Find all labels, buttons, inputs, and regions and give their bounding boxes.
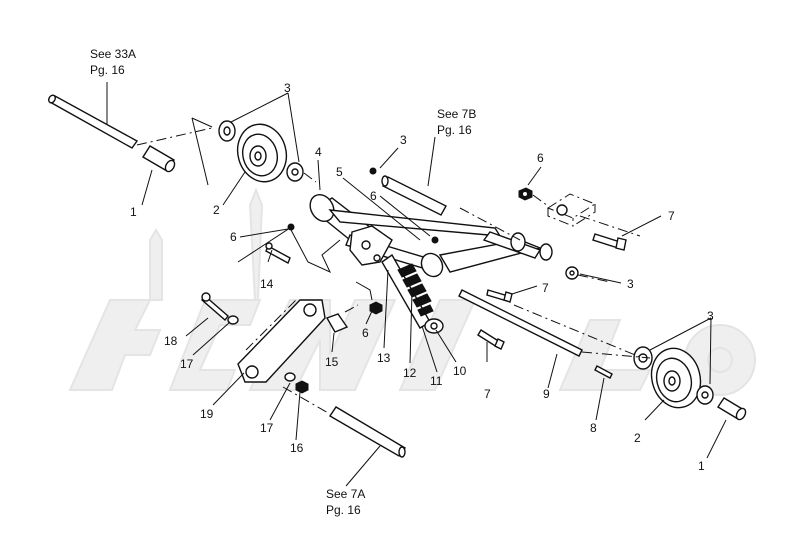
mount-bracket bbox=[349, 225, 393, 266]
ref-top-center-line2: Pg. 16 bbox=[437, 123, 472, 137]
callout-15: 15 bbox=[325, 355, 339, 369]
reference-notes: See 33A Pg. 16 See 7B Pg. 16 See 7A Pg. … bbox=[90, 47, 476, 517]
left-wheel-group bbox=[48, 94, 304, 186]
callout-8: 8 bbox=[590, 421, 597, 435]
link-plate bbox=[237, 299, 326, 383]
centerlines bbox=[136, 127, 651, 415]
callout-18: 18 bbox=[164, 334, 178, 348]
callout-17-lower: 17 bbox=[260, 421, 274, 435]
ref-top-left-line1: See 33A bbox=[90, 47, 136, 61]
callout-numbers: 1 2 3 4 5 6 3 6 7 6 14 3 7 3 18 17 6 15 … bbox=[130, 81, 714, 473]
leader-lines bbox=[106, 82, 727, 487]
callout-13: 13 bbox=[377, 351, 391, 365]
callout-6-right: 6 bbox=[537, 151, 544, 165]
callout-3-right: 3 bbox=[707, 309, 714, 323]
right-wheel-group bbox=[633, 346, 747, 421]
callout-7-right: 7 bbox=[668, 209, 675, 223]
callout-3-top: 3 bbox=[284, 81, 291, 95]
callout-3-center: 3 bbox=[400, 133, 407, 147]
callout-2-right: 2 bbox=[634, 431, 641, 445]
callout-10: 10 bbox=[453, 364, 467, 378]
callout-17-upper: 17 bbox=[180, 357, 194, 371]
ref-bottom-line1: See 7A bbox=[326, 487, 365, 501]
upper-shaft bbox=[382, 176, 447, 216]
ref-bottom-line2: Pg. 16 bbox=[326, 503, 361, 517]
callout-12: 12 bbox=[403, 366, 417, 380]
callout-14: 14 bbox=[260, 277, 274, 291]
callout-7-bottom: 7 bbox=[484, 387, 491, 401]
callout-6-left: 6 bbox=[230, 230, 237, 244]
callout-5: 5 bbox=[336, 165, 343, 179]
callout-6-upper: 6 bbox=[370, 189, 377, 203]
callout-2-left: 2 bbox=[213, 203, 220, 217]
ref-top-left-line2: Pg. 16 bbox=[90, 63, 125, 77]
left-shaft bbox=[48, 95, 139, 149]
lower-linkage bbox=[201, 242, 407, 458]
ref-top-center-line1: See 7B bbox=[437, 107, 476, 121]
callout-1-left: 1 bbox=[130, 205, 137, 219]
callout-6-center: 6 bbox=[362, 326, 369, 340]
shock-spring bbox=[381, 253, 444, 334]
callout-16: 16 bbox=[290, 441, 304, 455]
callout-3-right-mid: 3 bbox=[627, 277, 634, 291]
callout-4: 4 bbox=[315, 145, 322, 159]
callout-7-mid: 7 bbox=[542, 281, 549, 295]
callout-9: 9 bbox=[543, 387, 550, 401]
main-arm-assembly bbox=[309, 193, 583, 357]
callout-19: 19 bbox=[200, 407, 214, 421]
callout-1-right: 1 bbox=[698, 459, 705, 473]
callout-11: 11 bbox=[430, 374, 443, 388]
